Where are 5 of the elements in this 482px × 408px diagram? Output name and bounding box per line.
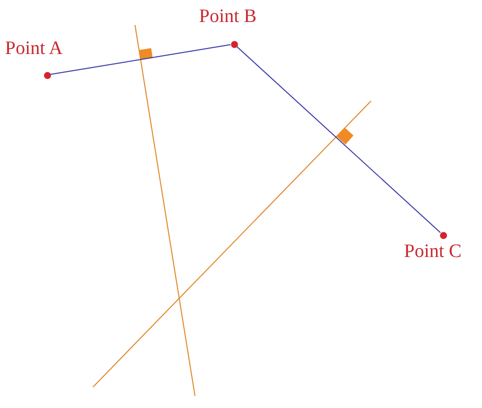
line-segment — [236, 46, 441, 234]
line-segment — [50, 44, 232, 75]
point-label: Point A — [5, 38, 63, 60]
point-label: Point B — [199, 6, 257, 28]
point-label: Point C — [404, 241, 462, 263]
